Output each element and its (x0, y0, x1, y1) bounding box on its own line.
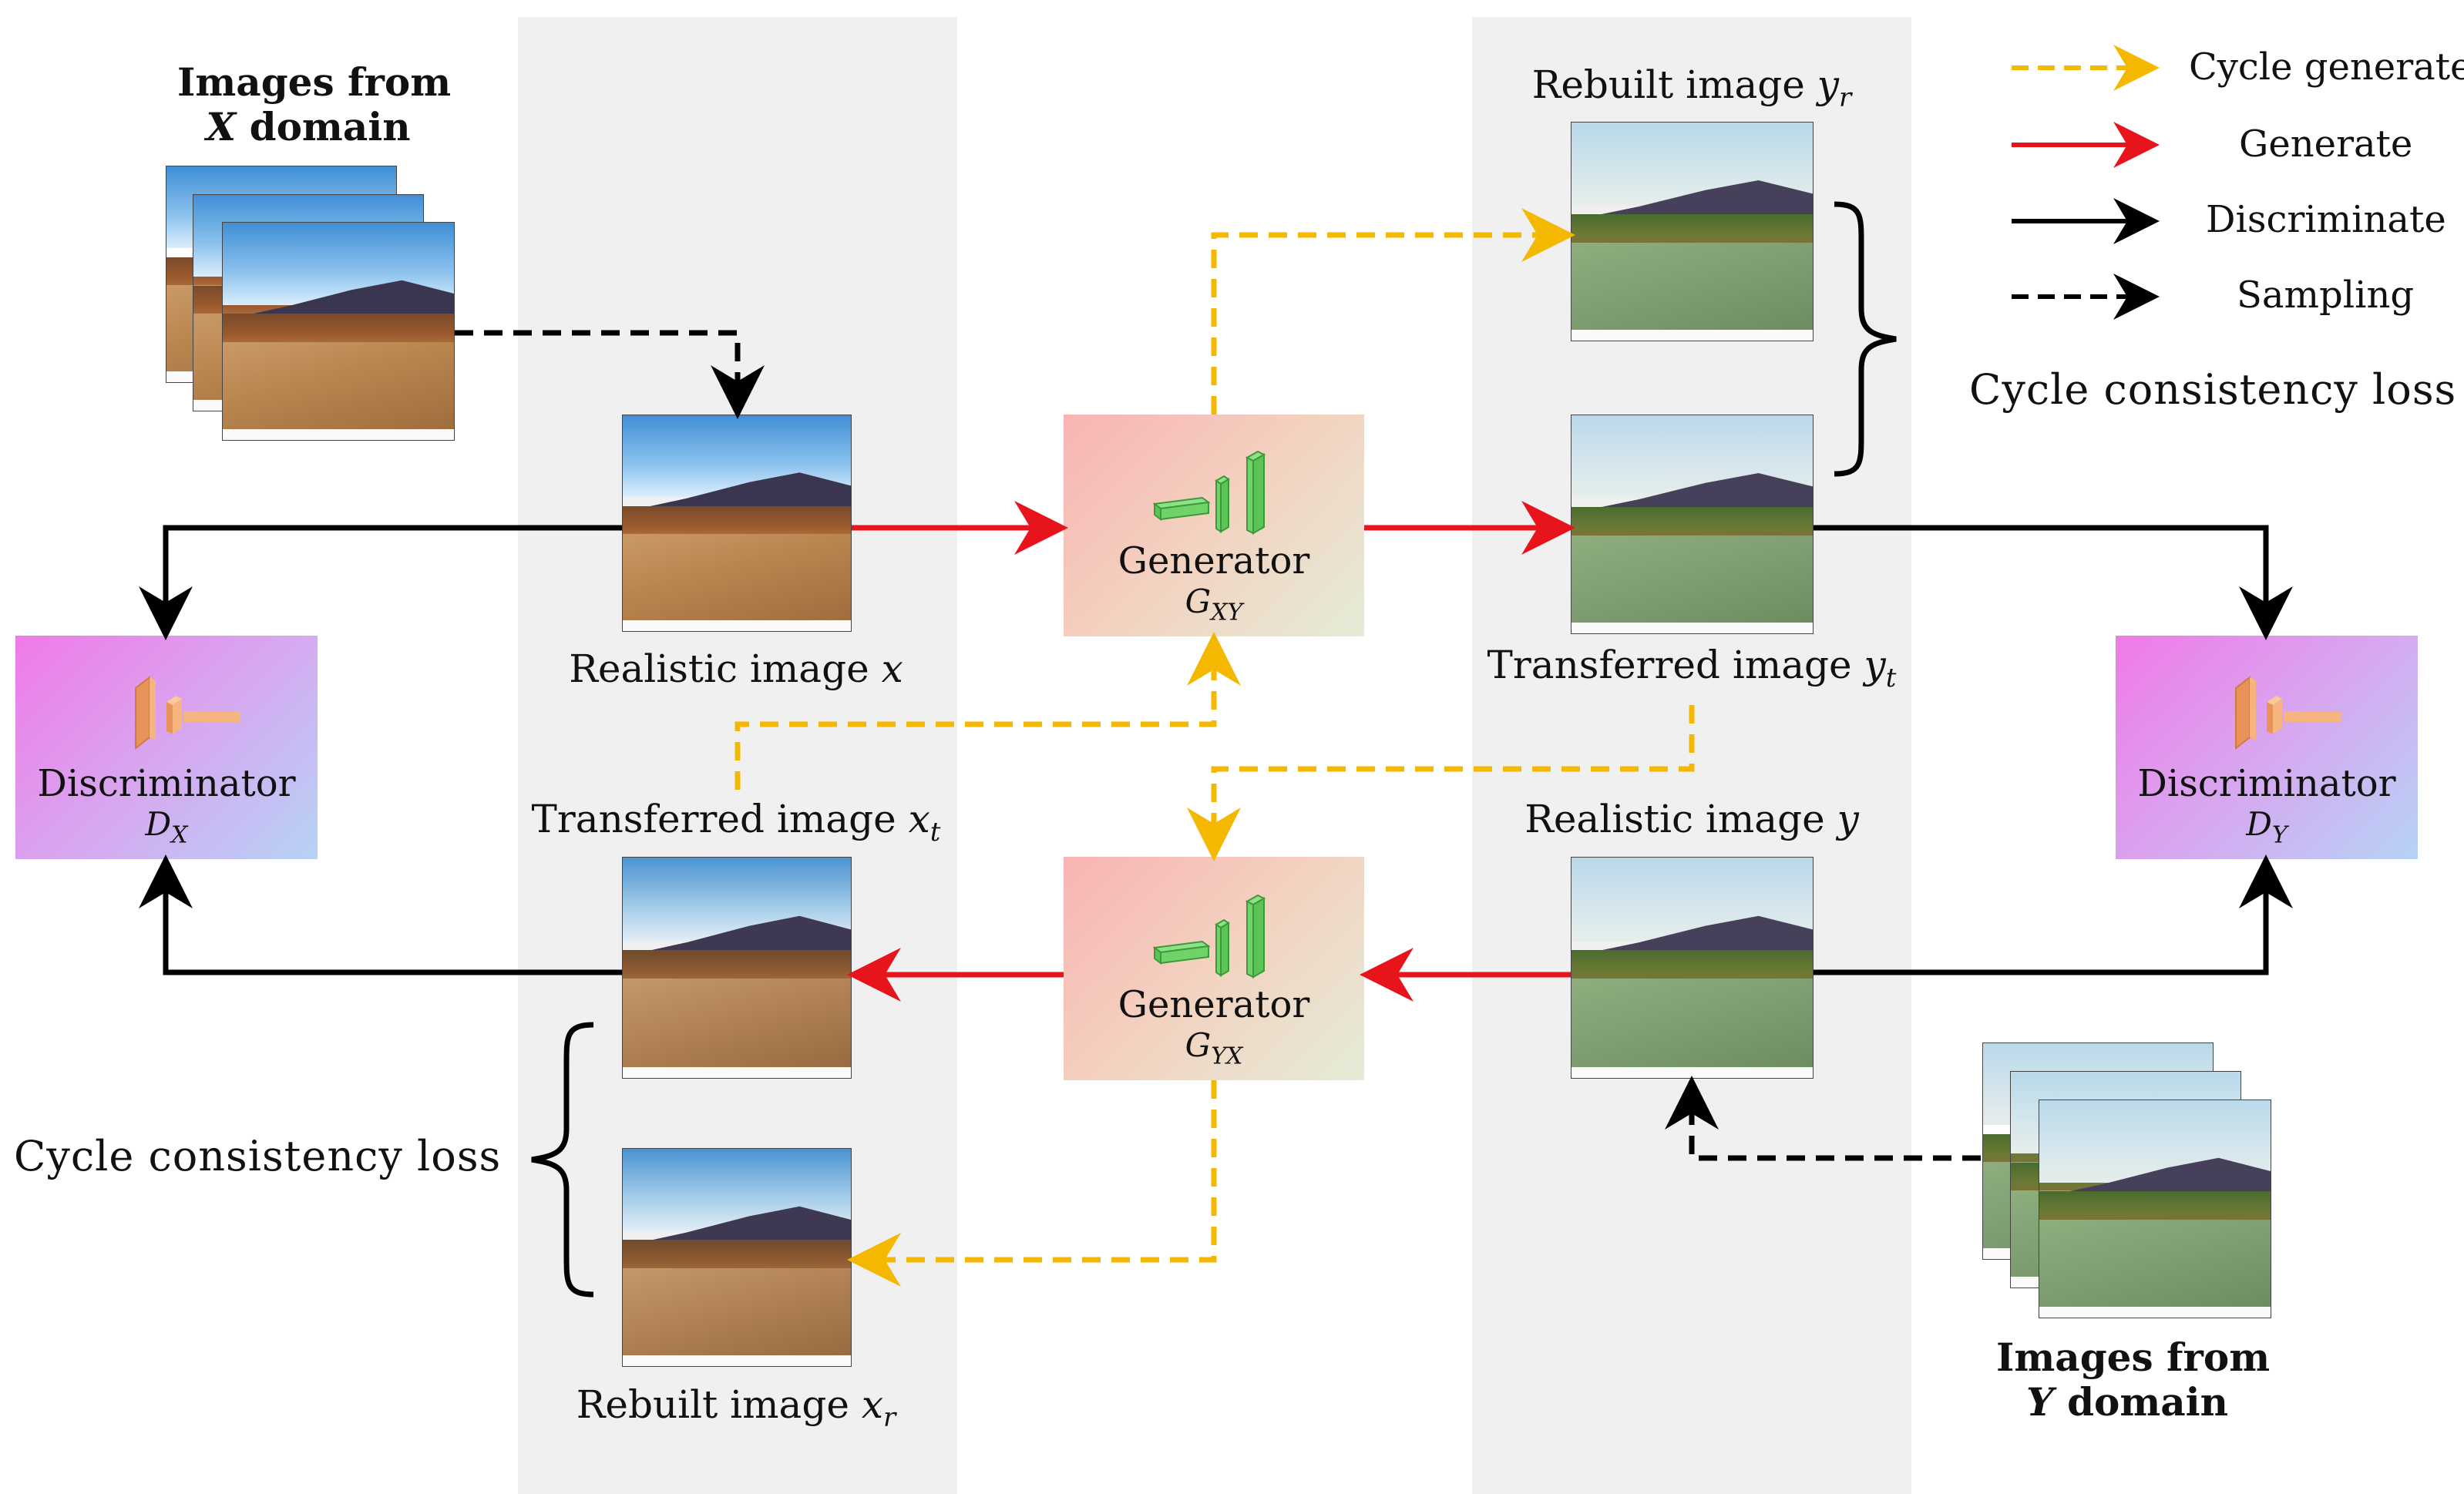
legend-discriminate-label: Discriminate (2206, 198, 2446, 241)
realistic-y-text: Realistic image (1524, 797, 1837, 841)
right-loss-brace (1834, 201, 1897, 477)
discriminate-xt-to-dx-arrow (139, 854, 622, 975)
transferred-image-yt (1571, 415, 1814, 634)
sampling-x-arrow (455, 330, 765, 419)
transferred-yt-var: y (1864, 643, 1886, 687)
cycle-gyx-to-xr-arrow (847, 1080, 1217, 1287)
left-loss-brace (531, 1022, 594, 1298)
discriminator-dy-icon (2235, 675, 2341, 750)
discriminate-x-to-dx-arrow (139, 525, 622, 640)
realistic-x-text: Realistic image (569, 646, 882, 691)
source-x-image-front (222, 222, 455, 441)
discriminator-dx-title: Discriminator (37, 761, 296, 805)
cycle-yt-to-gyx-arrow (1187, 705, 1695, 861)
legend-cycle-generate-label: Cycle generate (2189, 45, 2464, 89)
realistic-x-var: x (881, 646, 903, 691)
source-y-letter: Y (2025, 1378, 2054, 1425)
gyx-sub: YX (1211, 1042, 1243, 1069)
generator-gyx-icon (1152, 894, 1266, 979)
realistic-image-x (622, 415, 852, 632)
gxy-symbol: G (1185, 582, 1212, 620)
rebuilt-xr-var: x (861, 1382, 884, 1427)
generator-gxy-icon (1152, 450, 1266, 535)
gyx-symbol: G (1185, 1026, 1212, 1064)
generator-gxy-symbol: GXY (1185, 582, 1243, 626)
transferred-xt-text: Transferred image (531, 797, 909, 841)
rebuilt-yr-var: y (1817, 62, 1840, 107)
rebuilt-yr-sub: r (1839, 82, 1852, 113)
discriminator-dy-symbol: DY (2246, 805, 2288, 848)
generator-gxy-box: Generator GXY (1064, 415, 1364, 636)
source-y-line1: Images from (1996, 1335, 2271, 1380)
rebuilt-image-yr-label: Rebuilt image yr (1495, 62, 1888, 113)
discriminator-dy-title: Discriminator (2137, 761, 2396, 805)
cycle-xt-to-gxy-arrow (734, 632, 1241, 790)
generator-gyx-symbol: GYX (1185, 1026, 1243, 1069)
dx-symbol: D (145, 804, 172, 843)
realistic-image-x-label: Realistic image x (540, 646, 933, 692)
legend-sampling-label: Sampling (2237, 274, 2415, 317)
source-x-label: Images from X domain (177, 60, 451, 149)
dx-sub: X (171, 821, 188, 848)
discriminator-dx-box: Discriminator DX (15, 636, 318, 859)
cycle-loss-left-label: Cycle consistency loss (14, 1132, 502, 1180)
discriminator-dx-icon (135, 675, 240, 750)
source-x-line1: Images from (177, 59, 452, 105)
source-y-image-front (2039, 1100, 2271, 1318)
transferred-image-xt (622, 857, 852, 1079)
rebuilt-image-xr-label: Rebuilt image xr (540, 1382, 933, 1433)
generator-gyx-box: Generator GYX (1064, 857, 1364, 1080)
discriminator-dy-box: Discriminator DY (2116, 636, 2418, 859)
transferred-xt-sub: t (929, 817, 941, 848)
sampling-y-arrow (1665, 1076, 1981, 1161)
discriminator-dx-symbol: DX (145, 805, 187, 848)
rebuilt-yr-text: Rebuilt image (1531, 62, 1817, 107)
realistic-image-y (1571, 857, 1814, 1079)
transferred-image-yt-label: Transferred image yt (1480, 643, 1904, 693)
source-x-line2: domain (236, 103, 411, 149)
transferred-yt-sub: t (1885, 663, 1897, 693)
cycle-gxy-to-yr-arrow (1211, 208, 1575, 415)
gxy-sub: XY (1211, 599, 1243, 626)
cycle-loss-right-label: Cycle consistency loss (1969, 365, 2457, 414)
transferred-xt-var: x (908, 797, 930, 841)
source-y-line2: domain (2053, 1378, 2229, 1425)
source-y-label: Images from Y domain (1996, 1335, 2270, 1425)
discriminate-yt-to-dy-arrow (1814, 525, 2293, 640)
source-x-letter: X (206, 103, 237, 149)
rebuilt-xr-text: Rebuilt image (576, 1382, 862, 1427)
dy-sub: Y (2271, 821, 2288, 848)
rebuilt-image-xr (622, 1148, 852, 1367)
discriminate-y-to-dy-arrow (1814, 854, 2293, 975)
generator-gxy-title: Generator (1118, 539, 1310, 582)
transferred-image-xt-label: Transferred image xt (524, 797, 948, 848)
rebuilt-xr-sub: r (883, 1402, 896, 1433)
transferred-yt-text: Transferred image (1487, 643, 1864, 687)
realistic-image-y-label: Realistic image y (1495, 797, 1888, 842)
generator-gyx-title: Generator (1118, 982, 1310, 1026)
realistic-y-var: y (1837, 797, 1859, 841)
dy-symbol: D (2246, 804, 2272, 843)
rebuilt-image-yr (1571, 122, 1814, 341)
legend-generate-label: Generate (2239, 123, 2413, 166)
